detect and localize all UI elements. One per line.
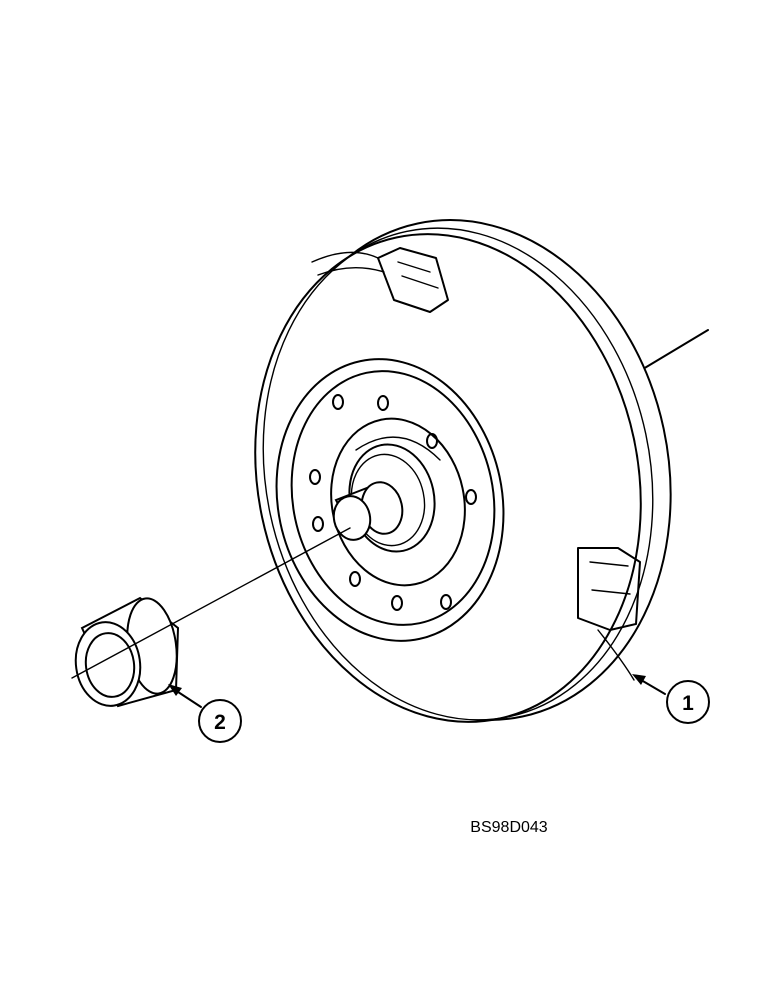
face-ring-outer <box>275 358 505 642</box>
recess-shadow <box>355 436 441 461</box>
callout-2-arrowhead <box>168 684 182 696</box>
rim-groove <box>262 227 654 721</box>
rim-vane-top <box>311 247 449 313</box>
callout-1-label: 1 <box>682 692 694 715</box>
assembly-centerline <box>71 527 351 679</box>
torque-converter <box>254 219 709 723</box>
callout-1-circle <box>666 680 710 724</box>
callout-2-label: 2 <box>214 711 226 734</box>
rim-front <box>254 233 642 723</box>
figure-id-text: BS98D043 <box>470 819 547 836</box>
callout-2: 2 <box>168 684 242 743</box>
callout-1-arrowhead <box>632 674 646 685</box>
callout-2-circle <box>198 699 242 743</box>
bolt-holes <box>309 394 477 611</box>
sleeve-bore <box>84 632 136 698</box>
pilot-face <box>332 495 372 541</box>
sleeve-bushing <box>74 596 180 708</box>
face-ring-inner <box>290 370 496 626</box>
callout-1: 1 <box>632 674 710 724</box>
rim-vane-bottom <box>577 547 641 681</box>
